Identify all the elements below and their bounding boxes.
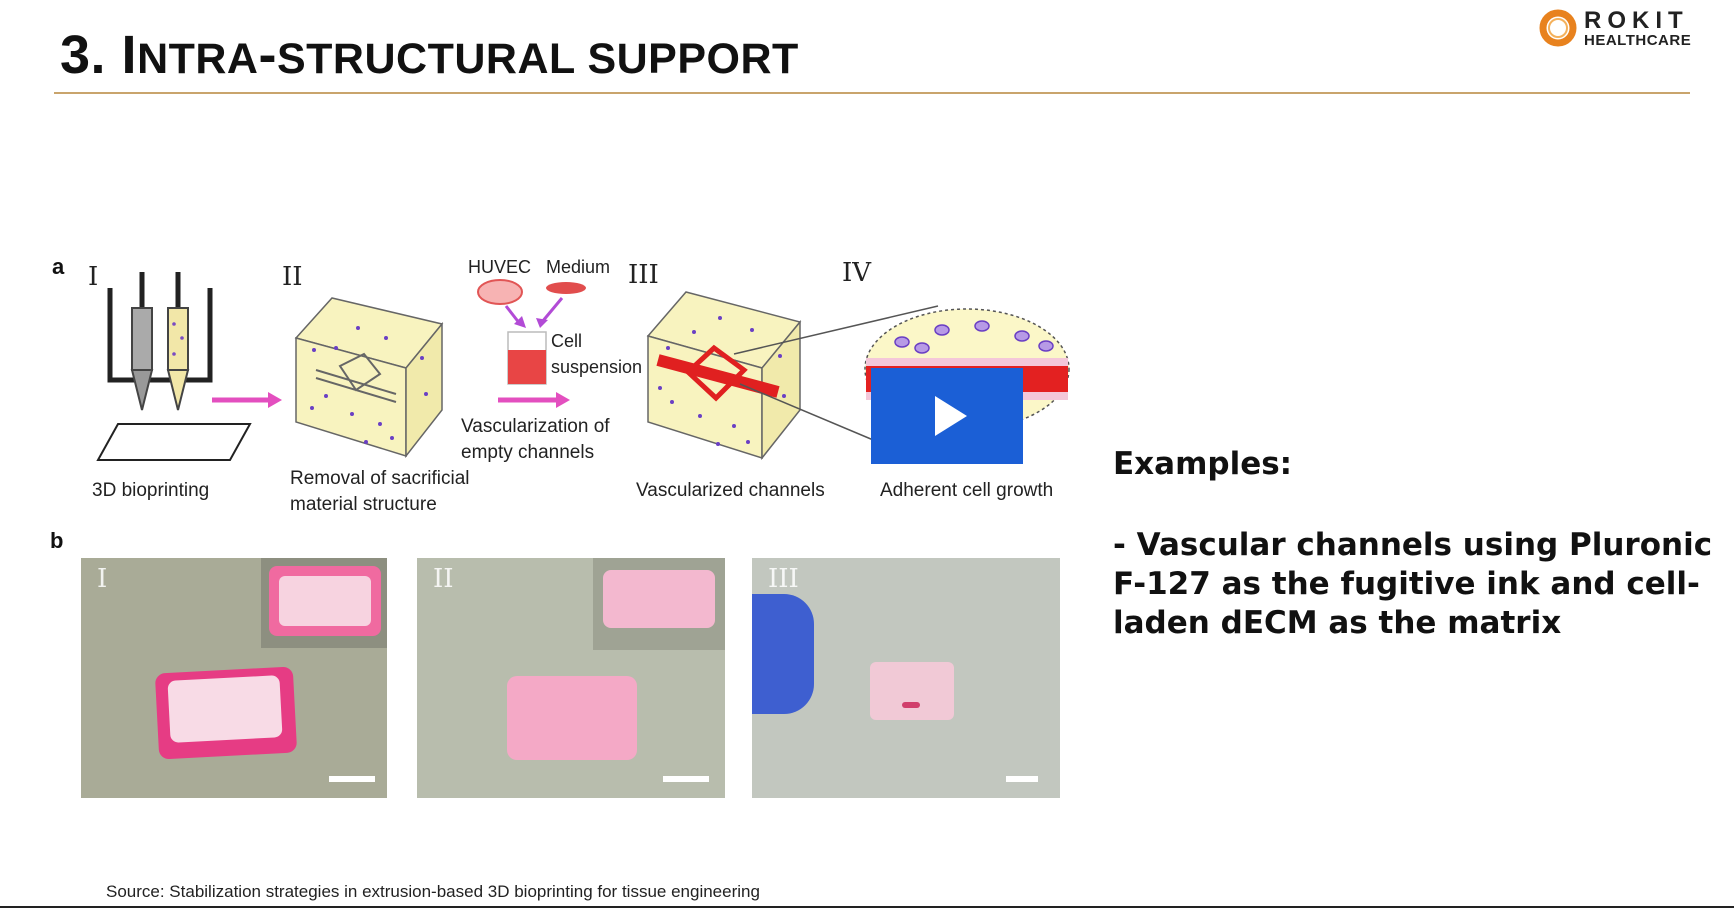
photo-label-3: III (768, 564, 799, 594)
caption-cell-growth: Adherent cell growth (880, 480, 1054, 501)
scale-bar (1006, 776, 1038, 782)
photo-label-1: I (97, 564, 108, 594)
video-play-button[interactable] (871, 368, 1023, 464)
logo-ring-icon (1539, 9, 1577, 47)
photo-label-2: II (433, 564, 454, 594)
title-part-3: - (258, 25, 277, 85)
medium-label: Medium (546, 257, 611, 277)
caption-vascularized: Vascularized channels (636, 480, 825, 501)
examples-body: - Vascular channels using Pluronic F-127… (1113, 527, 1713, 641)
step-label-2: II (282, 262, 303, 292)
caption-vascularization-line1: Vascularization of (461, 416, 610, 437)
title-part-1: I (121, 25, 138, 85)
slide-title: 3. INTRA-STRUCTURAL SUPPORT (60, 24, 799, 86)
play-icon (935, 396, 967, 436)
photo-3: III (752, 558, 1060, 798)
caption-removal-line1: Removal of sacrificial (290, 468, 470, 489)
arrow-icon (498, 392, 570, 408)
vascularized-cube-illustration (646, 291, 939, 461)
cell-suspension-line1: Cell (551, 331, 583, 351)
cell-suspension-line2: suspension (551, 357, 643, 377)
examples-heading: Examples: (1113, 446, 1293, 482)
scale-bar (663, 776, 709, 782)
title-part-2: NTRA (137, 35, 259, 83)
title-divider (54, 92, 1690, 94)
step-label-4: IV (842, 258, 872, 288)
caption-removal-line2: material structure (290, 494, 437, 515)
step-label-3: III (628, 260, 659, 290)
title-number: 3. (60, 25, 122, 85)
arrow-icon (212, 392, 282, 408)
source-citation: Source: Stabilization strategies in extr… (106, 882, 760, 901)
scale-bar (329, 776, 375, 782)
photo-2: II (417, 558, 725, 798)
caption-vascularization-line2: empty channels (461, 442, 595, 463)
bioprinter-illustration (96, 272, 252, 461)
rokit-logo: ROKIT HEALTHCARE (1538, 7, 1692, 52)
cell-suspension-illustration (477, 279, 586, 385)
bottom-divider (0, 906, 1734, 908)
cube-channel-illustration (294, 297, 444, 459)
logo-word: ROKIT (1584, 7, 1689, 34)
step-label-1: I (88, 262, 99, 292)
title-part-4: STRUCTURAL SUPPORT (276, 35, 799, 83)
photo-1: I (81, 558, 387, 798)
huvec-label: HUVEC (468, 257, 532, 277)
caption-bioprinting: 3D bioprinting (92, 480, 210, 501)
panel-label-b: b (50, 528, 64, 553)
panel-label-a: a (52, 254, 65, 279)
logo-subtitle: HEALTHCARE (1584, 32, 1692, 49)
